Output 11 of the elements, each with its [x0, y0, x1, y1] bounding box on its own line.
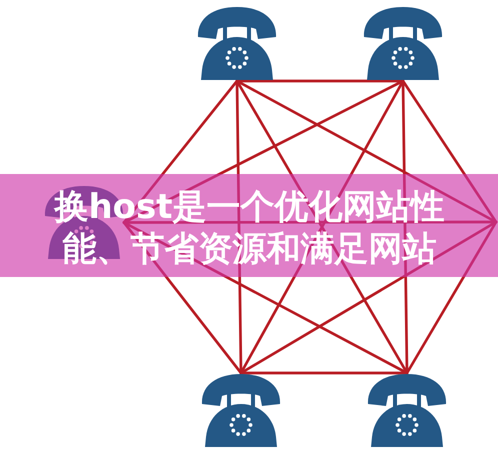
connector-line [122, 220, 498, 224]
connector-line [402, 80, 498, 224]
connector-line [240, 372, 408, 374]
connector-line [122, 221, 408, 374]
connector-line [240, 220, 498, 374]
connector-line [406, 220, 498, 374]
telephone-icon [197, 6, 277, 81]
telephone-icon [367, 373, 447, 448]
connector-line [122, 221, 242, 374]
telephone-icon [201, 373, 281, 448]
telephone-icon [363, 6, 443, 81]
